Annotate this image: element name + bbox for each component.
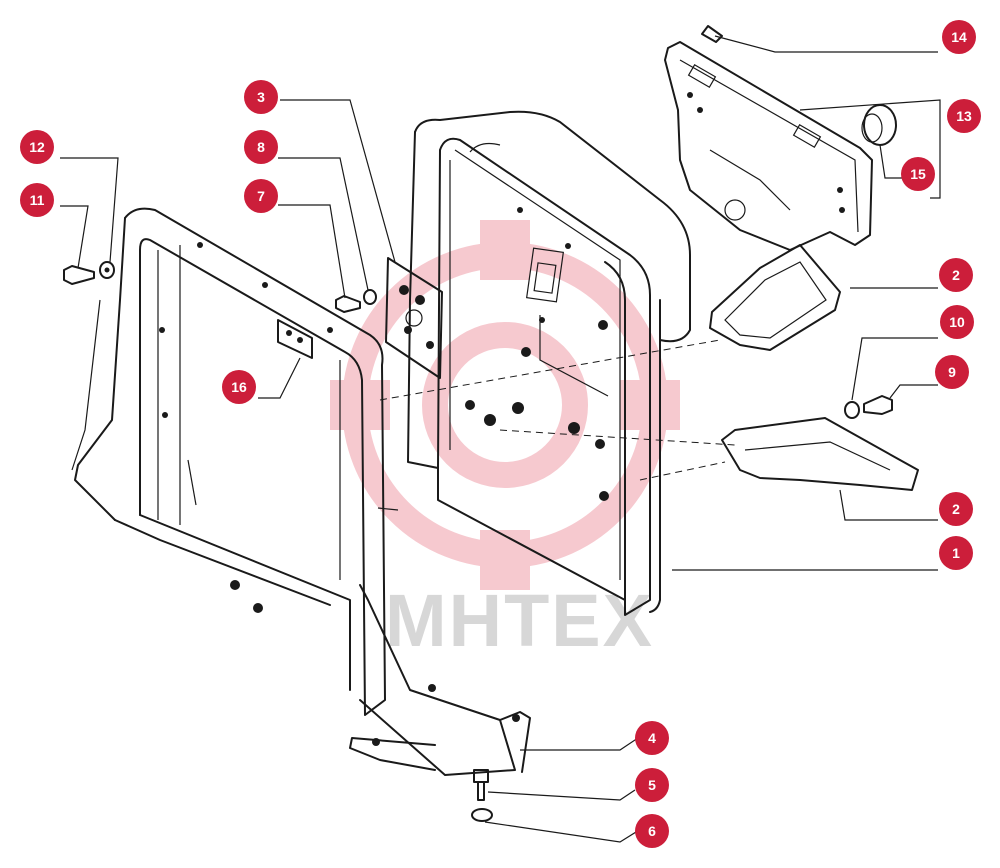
screw-14 — [701, 25, 723, 43]
washer-12 — [99, 261, 115, 279]
callout-2-upper-label: 2 — [952, 267, 960, 283]
callout-4: 4 — [635, 721, 669, 755]
screw-7 — [335, 295, 361, 313]
top-mounting-bracket-part — [664, 41, 873, 251]
leader-lines — [60, 35, 941, 843]
bolt-11 — [63, 265, 95, 285]
callout-7: 7 — [244, 179, 278, 213]
callout-9: 9 — [935, 355, 969, 389]
clip-part — [277, 319, 313, 359]
callout-10-label: 10 — [949, 314, 965, 330]
mounting-plate-part — [385, 257, 443, 379]
washer-10 — [844, 401, 860, 419]
assembly-line-upper — [379, 339, 721, 401]
callout-13-label: 13 — [956, 108, 972, 124]
callout-1-label: 1 — [952, 545, 960, 561]
callout-12: 12 — [20, 130, 54, 164]
callout-5-label: 5 — [648, 777, 656, 793]
front-bracket-frame-part — [71, 207, 531, 776]
callout-6: 6 — [635, 814, 669, 848]
callout-10: 10 — [940, 305, 974, 339]
assembly-line-lower — [639, 461, 726, 481]
lower-support-bracket-part — [721, 417, 919, 491]
callout-4-label: 4 — [648, 730, 656, 746]
watermark-text: МНТЕХ — [385, 579, 654, 662]
assembly-line-mid — [499, 429, 736, 446]
washer-8 — [363, 289, 377, 305]
nut-6 — [471, 808, 493, 822]
callout-5: 5 — [635, 768, 669, 802]
callout-8-label: 8 — [257, 139, 265, 155]
bushing-part — [861, 104, 897, 146]
housing-frame-part — [407, 110, 691, 616]
callout-16: 16 — [222, 370, 256, 404]
callout-2-lower: 2 — [939, 492, 973, 526]
callout-2-lower-label: 2 — [952, 501, 960, 517]
callout-15: 15 — [901, 157, 935, 191]
callout-8: 8 — [244, 130, 278, 164]
callout-2-upper: 2 — [939, 258, 973, 292]
callout-15-label: 15 — [910, 166, 926, 182]
callout-9-label: 9 — [948, 364, 956, 380]
bolt-5 — [473, 769, 489, 801]
bolt-9 — [863, 395, 893, 415]
upper-support-bracket-part — [709, 244, 841, 351]
callout-3: 3 — [244, 80, 278, 114]
callout-6-label: 6 — [648, 823, 656, 839]
callout-13: 13 — [947, 99, 981, 133]
callout-12-label: 12 — [29, 139, 45, 155]
callout-11-label: 11 — [30, 192, 45, 208]
callout-11: 11 — [20, 183, 54, 217]
callout-16-label: 16 — [231, 379, 247, 395]
callout-14: 14 — [942, 20, 976, 54]
callout-3-label: 3 — [257, 89, 265, 105]
callout-7-label: 7 — [257, 188, 265, 204]
callout-14-label: 14 — [951, 29, 967, 45]
callout-1: 1 — [939, 536, 973, 570]
